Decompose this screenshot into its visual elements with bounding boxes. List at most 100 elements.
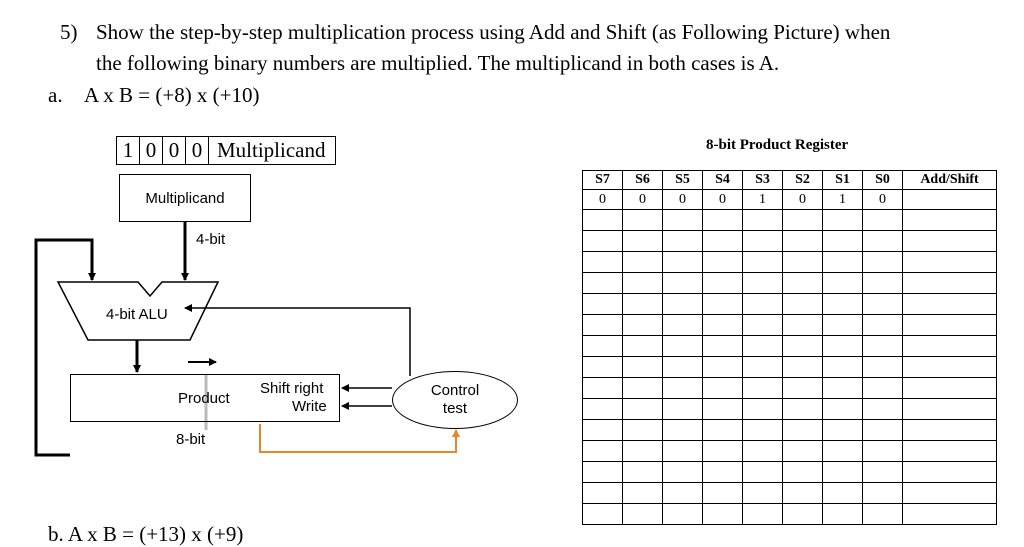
table-cell[interactable] bbox=[702, 335, 743, 357]
table-cell[interactable] bbox=[702, 209, 743, 231]
table-cell[interactable] bbox=[662, 419, 703, 441]
table-cell[interactable] bbox=[702, 419, 743, 441]
table-cell[interactable] bbox=[782, 419, 823, 441]
table-cell[interactable] bbox=[582, 503, 623, 525]
table-cell[interactable] bbox=[862, 461, 903, 483]
table-cell[interactable] bbox=[742, 419, 783, 441]
table-cell[interactable] bbox=[662, 398, 703, 420]
table-cell[interactable] bbox=[822, 482, 863, 504]
table-cell[interactable] bbox=[782, 293, 823, 315]
table-cell[interactable] bbox=[902, 503, 997, 525]
table-cell[interactable] bbox=[822, 377, 863, 399]
table-cell[interactable] bbox=[862, 419, 903, 441]
table-cell[interactable] bbox=[862, 398, 903, 420]
table-cell[interactable] bbox=[862, 251, 903, 273]
table-cell[interactable] bbox=[622, 230, 663, 252]
table-cell[interactable] bbox=[822, 503, 863, 525]
table-cell[interactable] bbox=[782, 482, 823, 504]
table-cell[interactable] bbox=[742, 503, 783, 525]
table-cell[interactable] bbox=[582, 398, 623, 420]
table-cell[interactable] bbox=[782, 503, 823, 525]
table-cell[interactable] bbox=[662, 356, 703, 378]
table-cell[interactable] bbox=[622, 293, 663, 315]
table-cell[interactable] bbox=[662, 461, 703, 483]
table-cell[interactable] bbox=[662, 440, 703, 462]
table-cell[interactable] bbox=[582, 461, 623, 483]
table-cell[interactable] bbox=[782, 377, 823, 399]
table-cell[interactable] bbox=[902, 356, 997, 378]
table-cell[interactable] bbox=[622, 209, 663, 231]
table-cell[interactable] bbox=[742, 230, 783, 252]
table-cell[interactable] bbox=[662, 335, 703, 357]
table-cell[interactable] bbox=[742, 209, 783, 231]
table-cell[interactable] bbox=[902, 314, 997, 336]
table-cell[interactable] bbox=[582, 482, 623, 504]
table-cell[interactable] bbox=[822, 335, 863, 357]
table-cell[interactable] bbox=[902, 251, 997, 273]
table-cell[interactable] bbox=[622, 461, 663, 483]
table-cell[interactable] bbox=[702, 230, 743, 252]
table-cell[interactable] bbox=[622, 398, 663, 420]
table-cell[interactable] bbox=[902, 209, 997, 231]
table-cell[interactable] bbox=[822, 356, 863, 378]
table-cell[interactable] bbox=[902, 272, 997, 294]
table-cell[interactable] bbox=[702, 293, 743, 315]
table-cell[interactable] bbox=[782, 356, 823, 378]
table-cell[interactable] bbox=[622, 482, 663, 504]
table-cell[interactable] bbox=[622, 314, 663, 336]
table-cell[interactable] bbox=[582, 335, 623, 357]
table-cell[interactable] bbox=[822, 419, 863, 441]
table-cell[interactable] bbox=[582, 419, 623, 441]
table-cell[interactable] bbox=[782, 314, 823, 336]
table-cell[interactable] bbox=[702, 482, 743, 504]
table-cell[interactable] bbox=[742, 482, 783, 504]
table-cell[interactable] bbox=[742, 398, 783, 420]
table-cell[interactable] bbox=[702, 356, 743, 378]
table-cell[interactable] bbox=[902, 440, 997, 462]
table-cell[interactable] bbox=[822, 251, 863, 273]
table-cell[interactable] bbox=[862, 482, 903, 504]
table-cell[interactable] bbox=[662, 251, 703, 273]
table-cell[interactable] bbox=[742, 335, 783, 357]
table-cell[interactable] bbox=[622, 440, 663, 462]
table-cell[interactable] bbox=[822, 314, 863, 336]
table-cell[interactable] bbox=[862, 230, 903, 252]
table-cell[interactable] bbox=[862, 272, 903, 294]
table-cell[interactable] bbox=[902, 335, 997, 357]
table-cell[interactable] bbox=[782, 251, 823, 273]
table-cell[interactable] bbox=[582, 356, 623, 378]
table-cell[interactable] bbox=[822, 461, 863, 483]
table-cell[interactable] bbox=[902, 482, 997, 504]
table-cell[interactable] bbox=[662, 314, 703, 336]
table-cell[interactable] bbox=[822, 293, 863, 315]
table-cell[interactable] bbox=[702, 251, 743, 273]
table-cell[interactable] bbox=[742, 272, 783, 294]
table-cell[interactable] bbox=[782, 440, 823, 462]
table-cell[interactable] bbox=[782, 461, 823, 483]
table-cell[interactable] bbox=[702, 503, 743, 525]
table-cell[interactable] bbox=[742, 293, 783, 315]
table-cell[interactable] bbox=[902, 398, 997, 420]
table-cell[interactable] bbox=[742, 251, 783, 273]
table-cell[interactable] bbox=[622, 503, 663, 525]
table-cell[interactable] bbox=[582, 230, 623, 252]
table-cell[interactable] bbox=[582, 377, 623, 399]
table-cell[interactable] bbox=[782, 398, 823, 420]
table-cell[interactable] bbox=[782, 272, 823, 294]
table-cell[interactable] bbox=[742, 440, 783, 462]
table-cell[interactable] bbox=[662, 377, 703, 399]
table-cell[interactable] bbox=[782, 230, 823, 252]
table-cell[interactable] bbox=[622, 272, 663, 294]
table-cell[interactable] bbox=[742, 377, 783, 399]
table-cell[interactable] bbox=[662, 293, 703, 315]
table-cell[interactable] bbox=[582, 209, 623, 231]
table-cell[interactable] bbox=[742, 461, 783, 483]
table-cell[interactable] bbox=[822, 440, 863, 462]
table-cell[interactable] bbox=[902, 461, 997, 483]
table-cell[interactable] bbox=[662, 230, 703, 252]
table-cell[interactable] bbox=[582, 440, 623, 462]
table-cell[interactable] bbox=[622, 335, 663, 357]
table-cell[interactable] bbox=[662, 272, 703, 294]
table-cell[interactable] bbox=[622, 356, 663, 378]
table-cell[interactable] bbox=[782, 209, 823, 231]
